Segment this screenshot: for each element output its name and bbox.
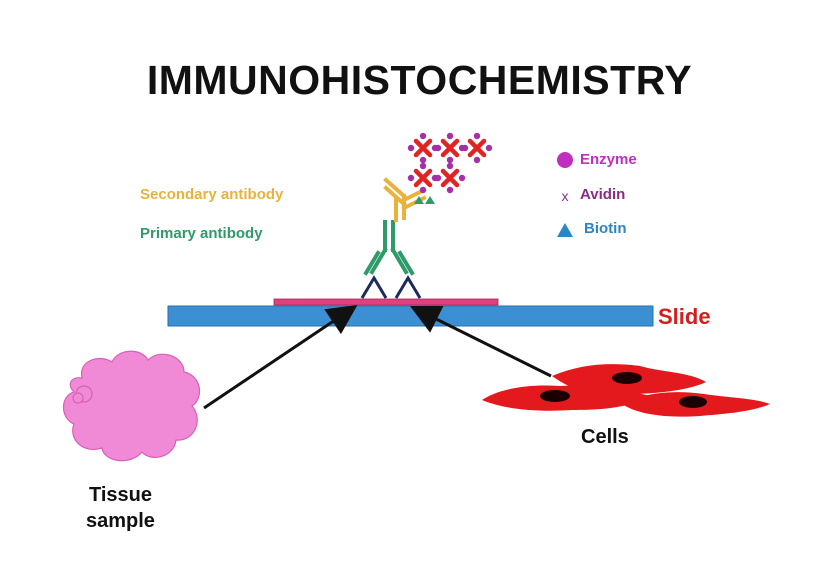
tissue-sample-label-line1: Tissue xyxy=(88,484,152,506)
arrow-tissue-to-slide xyxy=(203,304,358,410)
enzyme-dot xyxy=(419,186,427,194)
antigen xyxy=(360,275,388,299)
enzyme-dot xyxy=(446,156,454,164)
primary-antibody-label: Primary antibody xyxy=(140,225,263,242)
diagram-title: IMMUNOHISTOCHEMISTRY xyxy=(146,57,693,103)
slide-label: Slide xyxy=(658,304,711,329)
avidin-x xyxy=(413,138,433,158)
arrow-cells-to-slide xyxy=(409,305,552,378)
antigen xyxy=(394,275,422,299)
secondary-antibody-label: Secondary antibody xyxy=(140,186,284,203)
biotin-legend-icon xyxy=(557,223,573,237)
tissue-sample xyxy=(62,350,201,462)
enzyme-dot xyxy=(446,162,454,170)
avidin-x xyxy=(467,138,487,158)
biotin-markers xyxy=(414,196,435,204)
tissue-section xyxy=(273,298,499,306)
tissue-sample-label-line2: sample xyxy=(86,510,155,532)
enzyme-dot xyxy=(434,174,442,182)
enzyme-dot xyxy=(407,144,415,152)
enzyme-dot xyxy=(446,186,454,194)
legend-enzyme-label: Enzyme xyxy=(580,151,637,168)
cells xyxy=(482,364,770,417)
legend-avidin-label: Avidin xyxy=(580,186,626,203)
avidin-x xyxy=(440,138,460,158)
slide xyxy=(167,305,654,327)
tissue-sample-label: Tissue sample xyxy=(86,482,155,534)
cell-nucleus xyxy=(540,390,570,402)
enzyme-dot xyxy=(419,156,427,164)
cell-nucleus xyxy=(679,396,707,408)
legend-biotin-label: Biotin xyxy=(584,220,627,237)
avidin-legend-icon: x xyxy=(562,188,569,204)
enzyme-dot xyxy=(485,144,493,152)
enzyme-dot xyxy=(446,132,454,140)
enzyme-dot xyxy=(458,174,466,182)
enzyme-dot xyxy=(473,156,481,164)
avidin-x xyxy=(440,168,460,188)
enzyme-dot xyxy=(473,132,481,140)
enzyme-dot xyxy=(419,132,427,140)
primary-antibody xyxy=(363,220,415,276)
enzyme-dot xyxy=(461,144,469,152)
cell-nucleus xyxy=(612,372,642,384)
avidin-x xyxy=(413,168,433,188)
cells-label: Cells xyxy=(581,426,629,448)
enzyme-dot xyxy=(419,162,427,170)
enzyme-dot xyxy=(434,144,442,152)
avidin-enzyme-complex xyxy=(407,132,493,194)
enzyme-dot xyxy=(407,174,415,182)
enzyme-legend-icon xyxy=(557,152,573,168)
